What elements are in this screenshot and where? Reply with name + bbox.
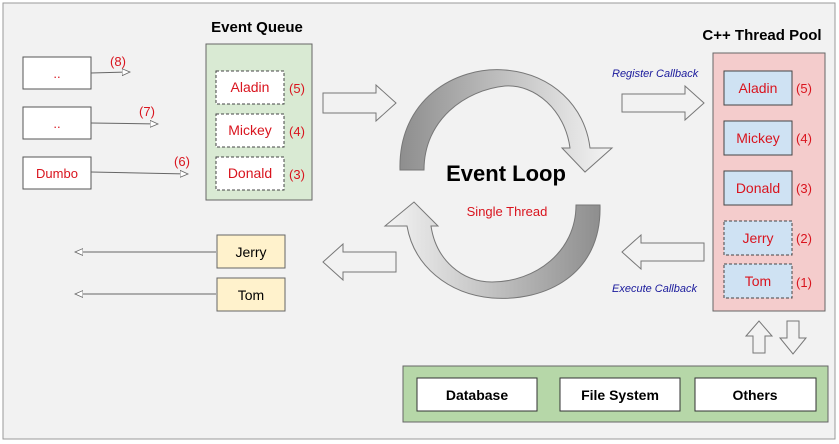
incoming-event-arrow: [90, 72, 130, 73]
loop-arrow-top: [399, 69, 614, 173]
queue-item: Donald (3): [215, 156, 305, 191]
pool-item-order: (2): [796, 231, 812, 246]
event-loop-cycle: Event Loop Single Thread: [383, 69, 614, 299]
pool-item-label: Jerry: [742, 230, 773, 246]
queue-item-label: Mickey: [228, 122, 272, 138]
completed-callbacks: Jerry Tom: [75, 234, 286, 312]
execute-callback-arrow: [621, 233, 705, 271]
pool-item-label: Donald: [736, 180, 780, 196]
incoming-event-order: (6): [174, 154, 190, 169]
completed-item: Jerry: [75, 234, 286, 269]
pool-item-label: Mickey: [736, 130, 780, 146]
incoming-event-arrow: [90, 123, 158, 124]
thread-pool: C++ Thread Pool Aladin (5) Mickey (4) Do…: [702, 27, 826, 312]
resource-label: Database: [446, 387, 508, 403]
resource-others: Others: [694, 377, 817, 412]
queue-item-order: (4): [289, 124, 305, 139]
thread-pool-title: C++ Thread Pool: [702, 27, 821, 44]
incoming-events: .. (8) .. (7) Dumbo (6): [22, 54, 190, 190]
loop-arrow-bottom: [383, 201, 601, 299]
pool-item: Tom (1): [723, 263, 812, 299]
pool-to-resources-up-arrow: [744, 320, 774, 354]
queue-item: Aladin (5): [215, 70, 305, 105]
single-thread-label: Single Thread: [467, 204, 548, 219]
incoming-event-order: (7): [139, 104, 155, 119]
pool-item-label: Tom: [745, 273, 771, 289]
pool-item: Mickey (4): [723, 120, 812, 156]
pool-item-order: (5): [796, 81, 812, 96]
queue-item-label: Donald: [228, 165, 272, 181]
pool-item: Aladin (5): [723, 70, 812, 106]
pool-item: Jerry (2): [723, 220, 812, 256]
queue-item-order: (3): [289, 167, 305, 182]
queue-to-loop-arrow: [322, 83, 397, 123]
resource-label: Others: [732, 387, 777, 403]
event-queue: Event Queue Aladin (5) Mickey (4) Donald…: [205, 19, 313, 201]
pool-item-order: (1): [796, 275, 812, 290]
incoming-event-order: (8): [110, 54, 126, 69]
resource-database: Database: [416, 377, 538, 412]
completed-item: Tom: [75, 277, 286, 312]
event-queue-title: Event Queue: [211, 19, 303, 36]
resource-label: File System: [581, 387, 659, 403]
completed-item-label: Tom: [238, 287, 264, 303]
event-loop-title: Event Loop: [446, 161, 566, 186]
incoming-event-arrow: [90, 172, 188, 174]
incoming-event-label: ..: [53, 116, 60, 131]
incoming-event: .. (7): [22, 104, 158, 140]
pool-item: Donald (3): [723, 170, 812, 206]
pool-item-order: (3): [796, 181, 812, 196]
execute-callback-label: Execute Callback: [612, 283, 697, 295]
incoming-event: Dumbo (6): [22, 154, 190, 190]
loop-to-completed-arrow: [322, 242, 397, 282]
pool-item-order: (4): [796, 131, 812, 146]
incoming-event-label: ..: [53, 66, 60, 81]
incoming-event-label: Dumbo: [36, 166, 78, 181]
queue-item-order: (5): [289, 81, 305, 96]
pool-item-label: Aladin: [739, 80, 778, 96]
resources-panel: Database File System Others: [402, 365, 829, 423]
completed-item-label: Jerry: [235, 244, 266, 260]
register-callback-label: Register Callback: [612, 68, 699, 80]
queue-item-label: Aladin: [231, 79, 270, 95]
incoming-event: .. (8): [22, 54, 130, 90]
register-callback-arrow: [621, 84, 705, 122]
pool-to-resources-down-arrow: [778, 320, 808, 355]
resource-file-system: File System: [559, 377, 681, 412]
queue-item: Mickey (4): [215, 113, 305, 148]
